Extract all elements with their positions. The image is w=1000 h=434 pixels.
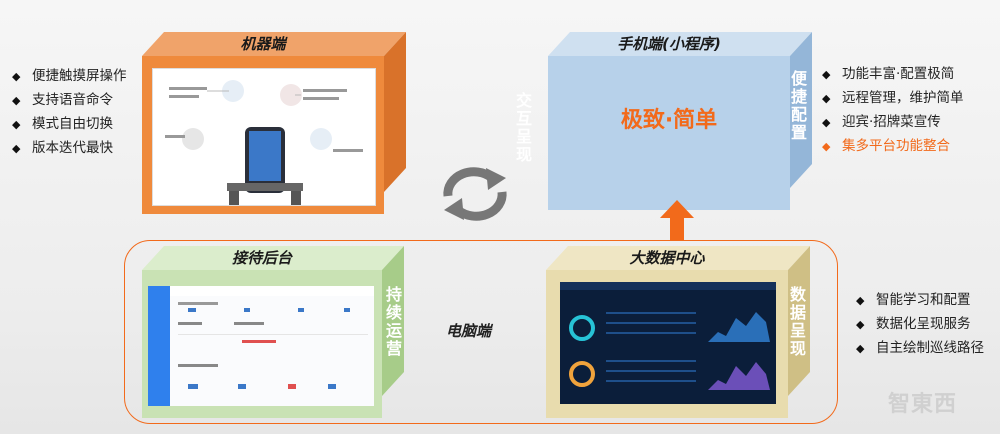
feature-text: 集多平台功能整合 — [842, 138, 950, 154]
mobile-center-text: 极致·简单 — [620, 108, 718, 133]
mobile-box-front — [548, 56, 790, 210]
robot-box-side-label: 交互呈现 — [513, 92, 532, 164]
feature-text: 数据化呈现服务 — [876, 316, 971, 332]
feature-text: 功能丰富·配置极简 — [842, 66, 955, 82]
bigdata-box-side-label: 数据呈现 — [787, 286, 806, 358]
diamond-bullet-icon: ◆ — [822, 116, 831, 129]
robot-feature-list: ◆ 便捷触摸屏操作 ◆ 支持语音命令 ◆ 模式自由切换 ◆ 版本迭代最快 — [12, 64, 127, 160]
robot-illustration — [165, 80, 363, 205]
robot-screen-illustration — [152, 68, 376, 206]
diamond-bullet-icon: ◆ — [822, 68, 831, 81]
diamond-bullet-icon: ◆ — [12, 94, 21, 107]
diamond-bullet-icon: ◆ — [12, 118, 21, 131]
backend-box-side-label: 持续运营 — [383, 286, 402, 358]
diamond-bullet-icon: ◆ — [856, 342, 865, 355]
feature-text: 远程管理，维护简单 — [842, 90, 964, 106]
backend-box-title: 接待后台 — [231, 249, 292, 267]
watermark: 智東西 — [888, 392, 958, 417]
pc-group-outline — [124, 240, 838, 424]
bigdata-dashboard-screenshot — [560, 282, 776, 404]
feature-text: 版本迭代最快 — [32, 140, 113, 156]
feature-text: 智能学习和配置 — [876, 292, 971, 308]
list-item: ◆ 智能学习和配置 — [856, 288, 984, 312]
list-item: ◆ 模式自由切换 — [12, 112, 127, 136]
list-item: ◆ 集多平台功能整合 — [822, 134, 964, 158]
bigdata-box-title: 大数据中心 — [629, 249, 705, 267]
robot-box-side — [384, 32, 406, 192]
list-item: ◆ 便捷触摸屏操作 — [12, 64, 127, 88]
sync-cycle-icon — [434, 166, 516, 222]
pc-group-label: 电脑端 — [446, 322, 492, 340]
list-item: ◆ 数据化呈现服务 — [856, 312, 984, 336]
diamond-bullet-icon: ◆ — [12, 142, 21, 155]
list-item: ◆ 版本迭代最快 — [12, 136, 127, 160]
list-item: ◆ 迎宾·招牌菜宣传 — [822, 110, 964, 134]
bigdata-box-side — [788, 246, 810, 396]
backend-admin-screenshot — [148, 286, 374, 406]
mobile-box-side-label: 便捷配置 — [788, 70, 807, 142]
backend-box: 接待后台 — [142, 246, 404, 418]
robot-box-title: 机器端 — [240, 35, 286, 53]
mobile-box-side — [790, 32, 812, 188]
feature-text: 迎宾·招牌菜宣传 — [842, 114, 941, 130]
mobile-box-title: 手机端(小程序) — [617, 35, 721, 53]
mobile-feature-list: ◆ 功能丰富·配置极简 ◆ 远程管理，维护简单 ◆ 迎宾·招牌菜宣传 ◆ 集多平台功能整… — [822, 62, 964, 158]
feature-text: 模式自由切换 — [32, 116, 113, 132]
diamond-bullet-icon: ◆ — [856, 318, 865, 331]
list-item: ◆ 远程管理，维护简单 — [822, 86, 964, 110]
diamond-bullet-icon: ◆ — [856, 294, 865, 307]
list-item: ◆ 支持语音命令 — [12, 88, 127, 112]
bigdata-feature-list: ◆ 智能学习和配置 ◆ 数据化呈现服务 ◆ 自主绘制巡线路径 — [856, 288, 984, 360]
feature-text: 便捷触摸屏操作 — [32, 68, 127, 84]
backend-box-side — [382, 246, 404, 396]
mobile-box-top — [548, 32, 812, 56]
robot-box: 机器端 交互呈现 — [142, 32, 532, 214]
feature-text: 支持语音命令 — [32, 92, 113, 108]
list-item: ◆ 自主绘制巡线路径 — [856, 336, 984, 360]
bigdata-box: 大数据中心 — [546, 246, 810, 418]
robot-box-top — [142, 32, 406, 56]
list-item: ◆ 功能丰富·配置极简 — [822, 62, 964, 86]
diamond-bullet-icon: ◆ — [12, 70, 21, 83]
up-arrow-icon — [660, 200, 694, 240]
mobile-box: 手机端(小程序) 极致·简单 — [548, 32, 812, 210]
diamond-bullet-icon: ◆ — [822, 140, 831, 153]
backend-box-top — [142, 246, 404, 270]
feature-text: 自主绘制巡线路径 — [876, 340, 984, 356]
bigdata-box-top — [546, 246, 810, 270]
diamond-bullet-icon: ◆ — [822, 92, 831, 105]
